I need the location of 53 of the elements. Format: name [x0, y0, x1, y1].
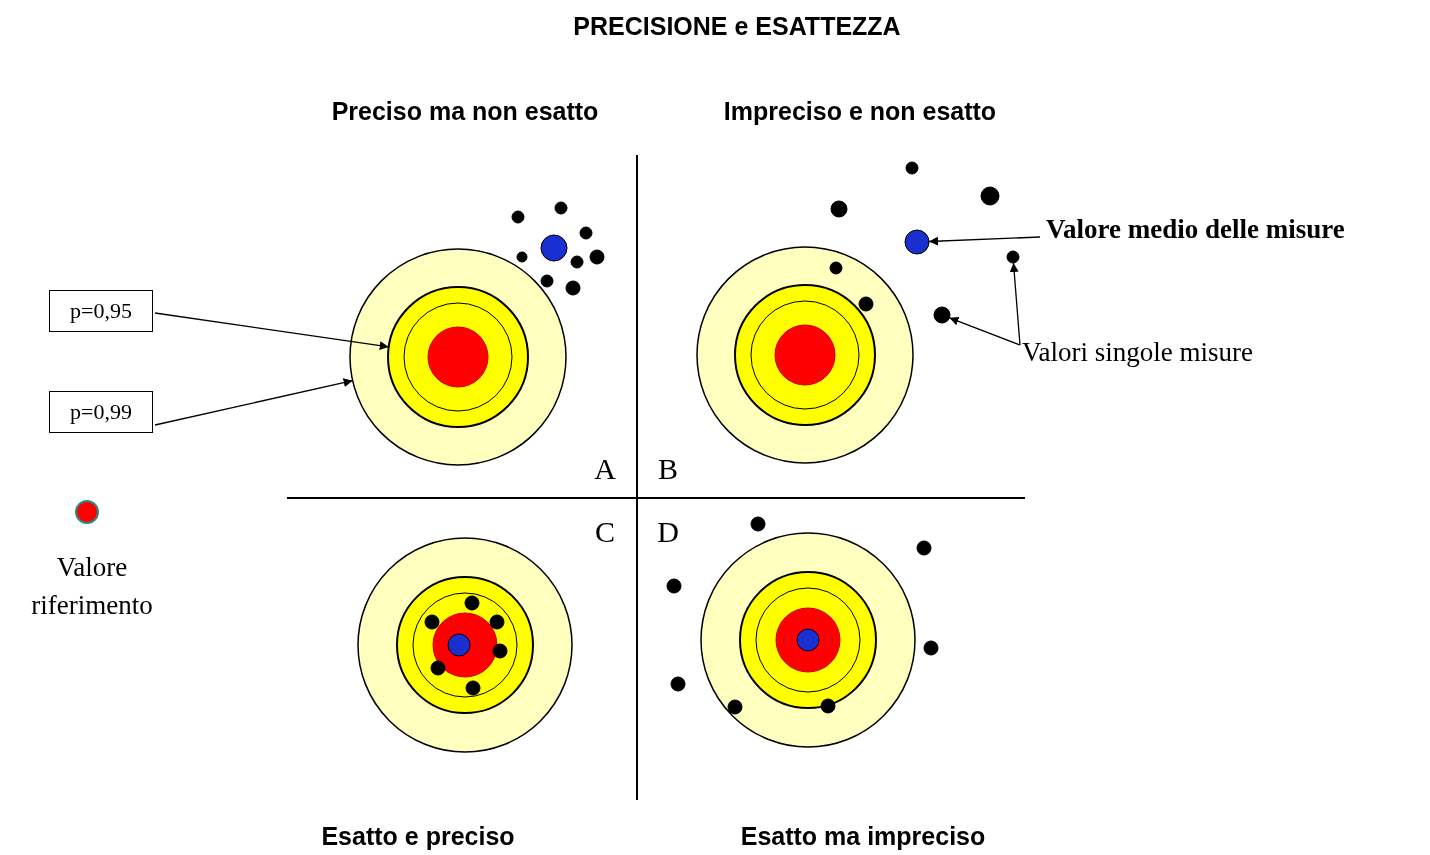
- mean-value-dot: [796, 628, 820, 652]
- measurement-dot: [858, 296, 874, 312]
- mean-value-dot: [540, 234, 568, 262]
- measurement-dot: [1006, 250, 1020, 264]
- annotation-text: Valori singole misure: [1022, 337, 1253, 368]
- measurement-dot: [424, 614, 440, 630]
- annotation-text: Valore medio delle misure: [1046, 214, 1345, 245]
- measurement-dot: [666, 578, 682, 594]
- measurement-dot: [511, 210, 525, 224]
- measurement-dot: [727, 699, 743, 715]
- measurement-dot: [670, 676, 686, 692]
- measurement-dot: [565, 280, 581, 296]
- measurement-dot: [554, 201, 568, 215]
- measurement-dot: [465, 680, 481, 696]
- quadrant-title: Esatto ma impreciso: [740, 822, 986, 851]
- measurement-dot: [570, 255, 584, 269]
- measurement-dot: [923, 640, 939, 656]
- mean-value-dot: [904, 229, 930, 255]
- measurement-dot: [540, 274, 554, 288]
- leader-line: [154, 378, 354, 426]
- leader-line: [928, 236, 1041, 246]
- leader-line: [154, 312, 390, 351]
- leader-line: [1009, 262, 1021, 346]
- quadrant-title: Impreciso e non esatto: [723, 97, 997, 126]
- title: PRECISIONE e ESATTEZZA: [573, 12, 901, 41]
- leader-line: [948, 316, 1021, 346]
- quadrant-letter: B: [658, 452, 678, 486]
- measurement-dot: [980, 186, 1000, 206]
- measurement-dot: [916, 540, 932, 556]
- measurement-dot: [750, 516, 766, 532]
- measurement-dot: [430, 660, 446, 676]
- measurement-dot: [589, 249, 605, 265]
- measurement-dot: [516, 251, 528, 263]
- quadrant-title: Esatto e preciso: [321, 822, 515, 851]
- measurement-dot: [830, 200, 848, 218]
- measurement-dot: [820, 698, 836, 714]
- label-box: p=0,99: [49, 391, 153, 433]
- quadrant-letter: C: [595, 515, 615, 549]
- measurement-dot: [492, 643, 508, 659]
- measurement-dot: [489, 614, 505, 630]
- quadrant-letter: A: [594, 452, 616, 486]
- measurement-dot: [464, 595, 480, 611]
- label-box: p=0,95: [49, 290, 153, 332]
- quadrant-letter: D: [657, 515, 679, 549]
- measurement-dot: [933, 306, 951, 324]
- inner-ring: [387, 286, 529, 428]
- measurement-dot: [579, 226, 593, 240]
- mean-value-dot: [447, 633, 471, 657]
- legend-label: Valore riferimento: [30, 551, 154, 622]
- outer-ring: [349, 248, 567, 466]
- quadrant-title: Preciso ma non esatto: [331, 97, 599, 126]
- measurement-dot: [829, 261, 843, 275]
- measurement-dot: [905, 161, 919, 175]
